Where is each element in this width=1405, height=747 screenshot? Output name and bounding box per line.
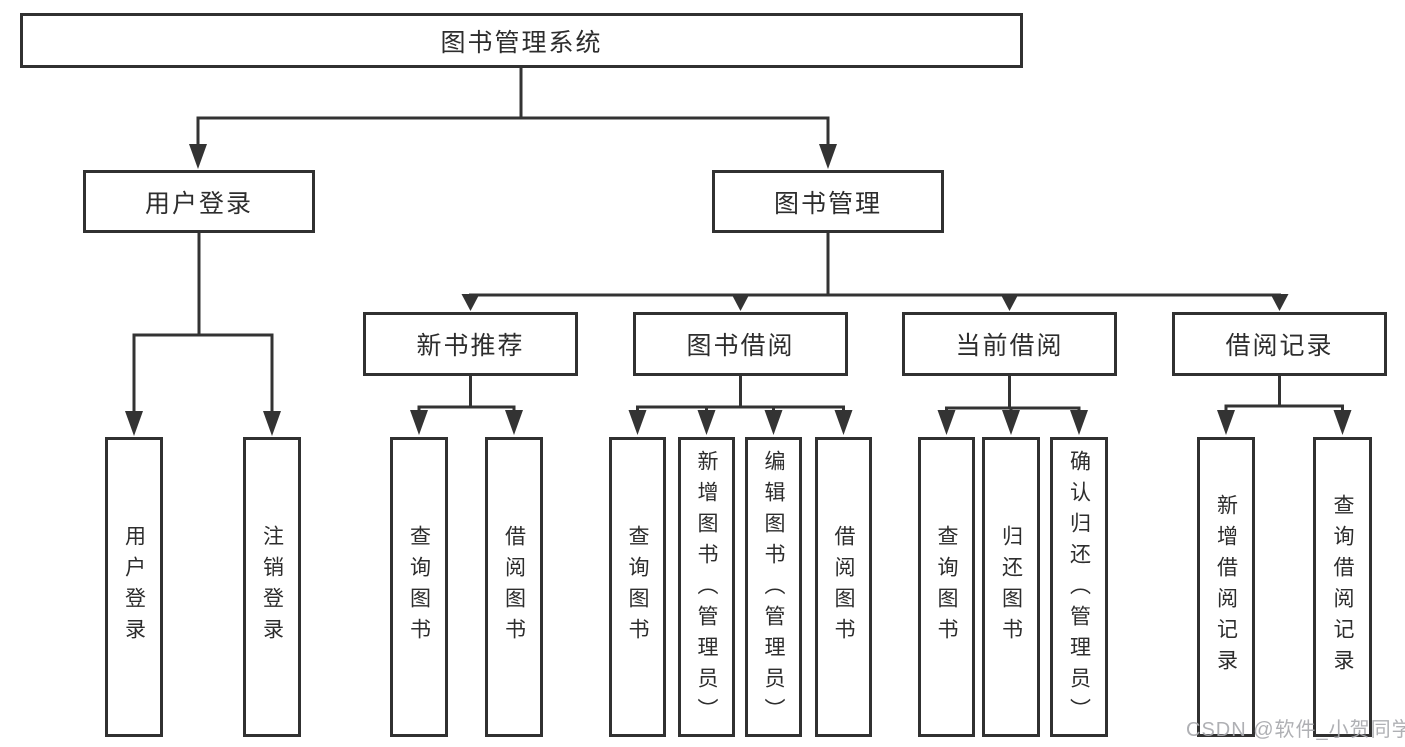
- arrowhead-icon: [1217, 410, 1235, 435]
- arrowhead-icon: [1333, 410, 1352, 435]
- node-borrow-record: 借阅记录: [1172, 312, 1387, 376]
- connector-root-to-level2: [189, 66, 837, 169]
- node-user-login: 用户登录: [83, 170, 315, 233]
- node-book-borrow: 图书借阅: [633, 312, 848, 376]
- node-leaf-query-books-current: 查询图书: [918, 437, 975, 737]
- node-leaf-confirm-return-admin: 确认归还（管理员）: [1050, 437, 1108, 737]
- node-root-library-system: 图书管理系统: [20, 13, 1023, 68]
- connector-current-borrow-children: [937, 376, 1088, 435]
- arrowhead-icon: [764, 410, 783, 435]
- arrowhead-icon: [263, 411, 281, 436]
- arrowhead-icon: [1002, 410, 1020, 435]
- node-leaf-borrow-books: 借阅图书: [815, 437, 872, 737]
- arrowhead-icon: [1000, 294, 1019, 311]
- connector-user-login-children: [125, 233, 281, 436]
- connector-borrow-record-children: [1217, 376, 1352, 435]
- arrowhead-icon: [937, 410, 956, 435]
- arrowhead-icon: [1070, 410, 1088, 435]
- arrowhead-icon: [834, 410, 853, 435]
- node-current-borrow: 当前借阅: [902, 312, 1117, 376]
- node-leaf-user-login: 用户登录: [105, 437, 163, 737]
- node-leaf-query-borrow-record: 查询借阅记录: [1313, 437, 1372, 737]
- connector-book-mgmt-children: [461, 233, 1289, 311]
- node-leaf-query-books-recommend: 查询图书: [390, 437, 448, 737]
- connector-book-borrow-children: [628, 376, 853, 435]
- node-leaf-edit-books-admin: 编辑图书（管理员）: [745, 437, 802, 737]
- node-leaf-return-books: 归还图书: [982, 437, 1040, 737]
- arrowhead-icon: [1270, 294, 1289, 311]
- node-leaf-borrow-books-recommend: 借阅图书: [485, 437, 543, 737]
- csdn-watermark: CSDN @软件_小贺同学: [1186, 719, 1405, 741]
- node-book-management: 图书管理: [712, 170, 944, 233]
- node-leaf-query-books: 查询图书: [609, 437, 666, 737]
- connector-new-book-rec-children: [410, 376, 523, 435]
- node-new-book-recommend: 新书推荐: [363, 312, 578, 376]
- node-leaf-logout: 注销登录: [243, 437, 301, 737]
- arrowhead-icon: [189, 144, 207, 169]
- arrowhead-icon: [410, 410, 428, 435]
- node-leaf-add-borrow-record: 新增借阅记录: [1197, 437, 1255, 737]
- arrowhead-icon: [461, 294, 480, 311]
- arrowhead-icon: [125, 411, 143, 436]
- arrowhead-icon: [697, 410, 716, 435]
- arrowhead-icon: [731, 294, 750, 311]
- arrowhead-icon: [628, 410, 647, 435]
- arrowhead-icon: [505, 410, 523, 435]
- arrowhead-icon: [819, 144, 837, 169]
- node-leaf-add-books-admin: 新增图书（管理员）: [678, 437, 735, 737]
